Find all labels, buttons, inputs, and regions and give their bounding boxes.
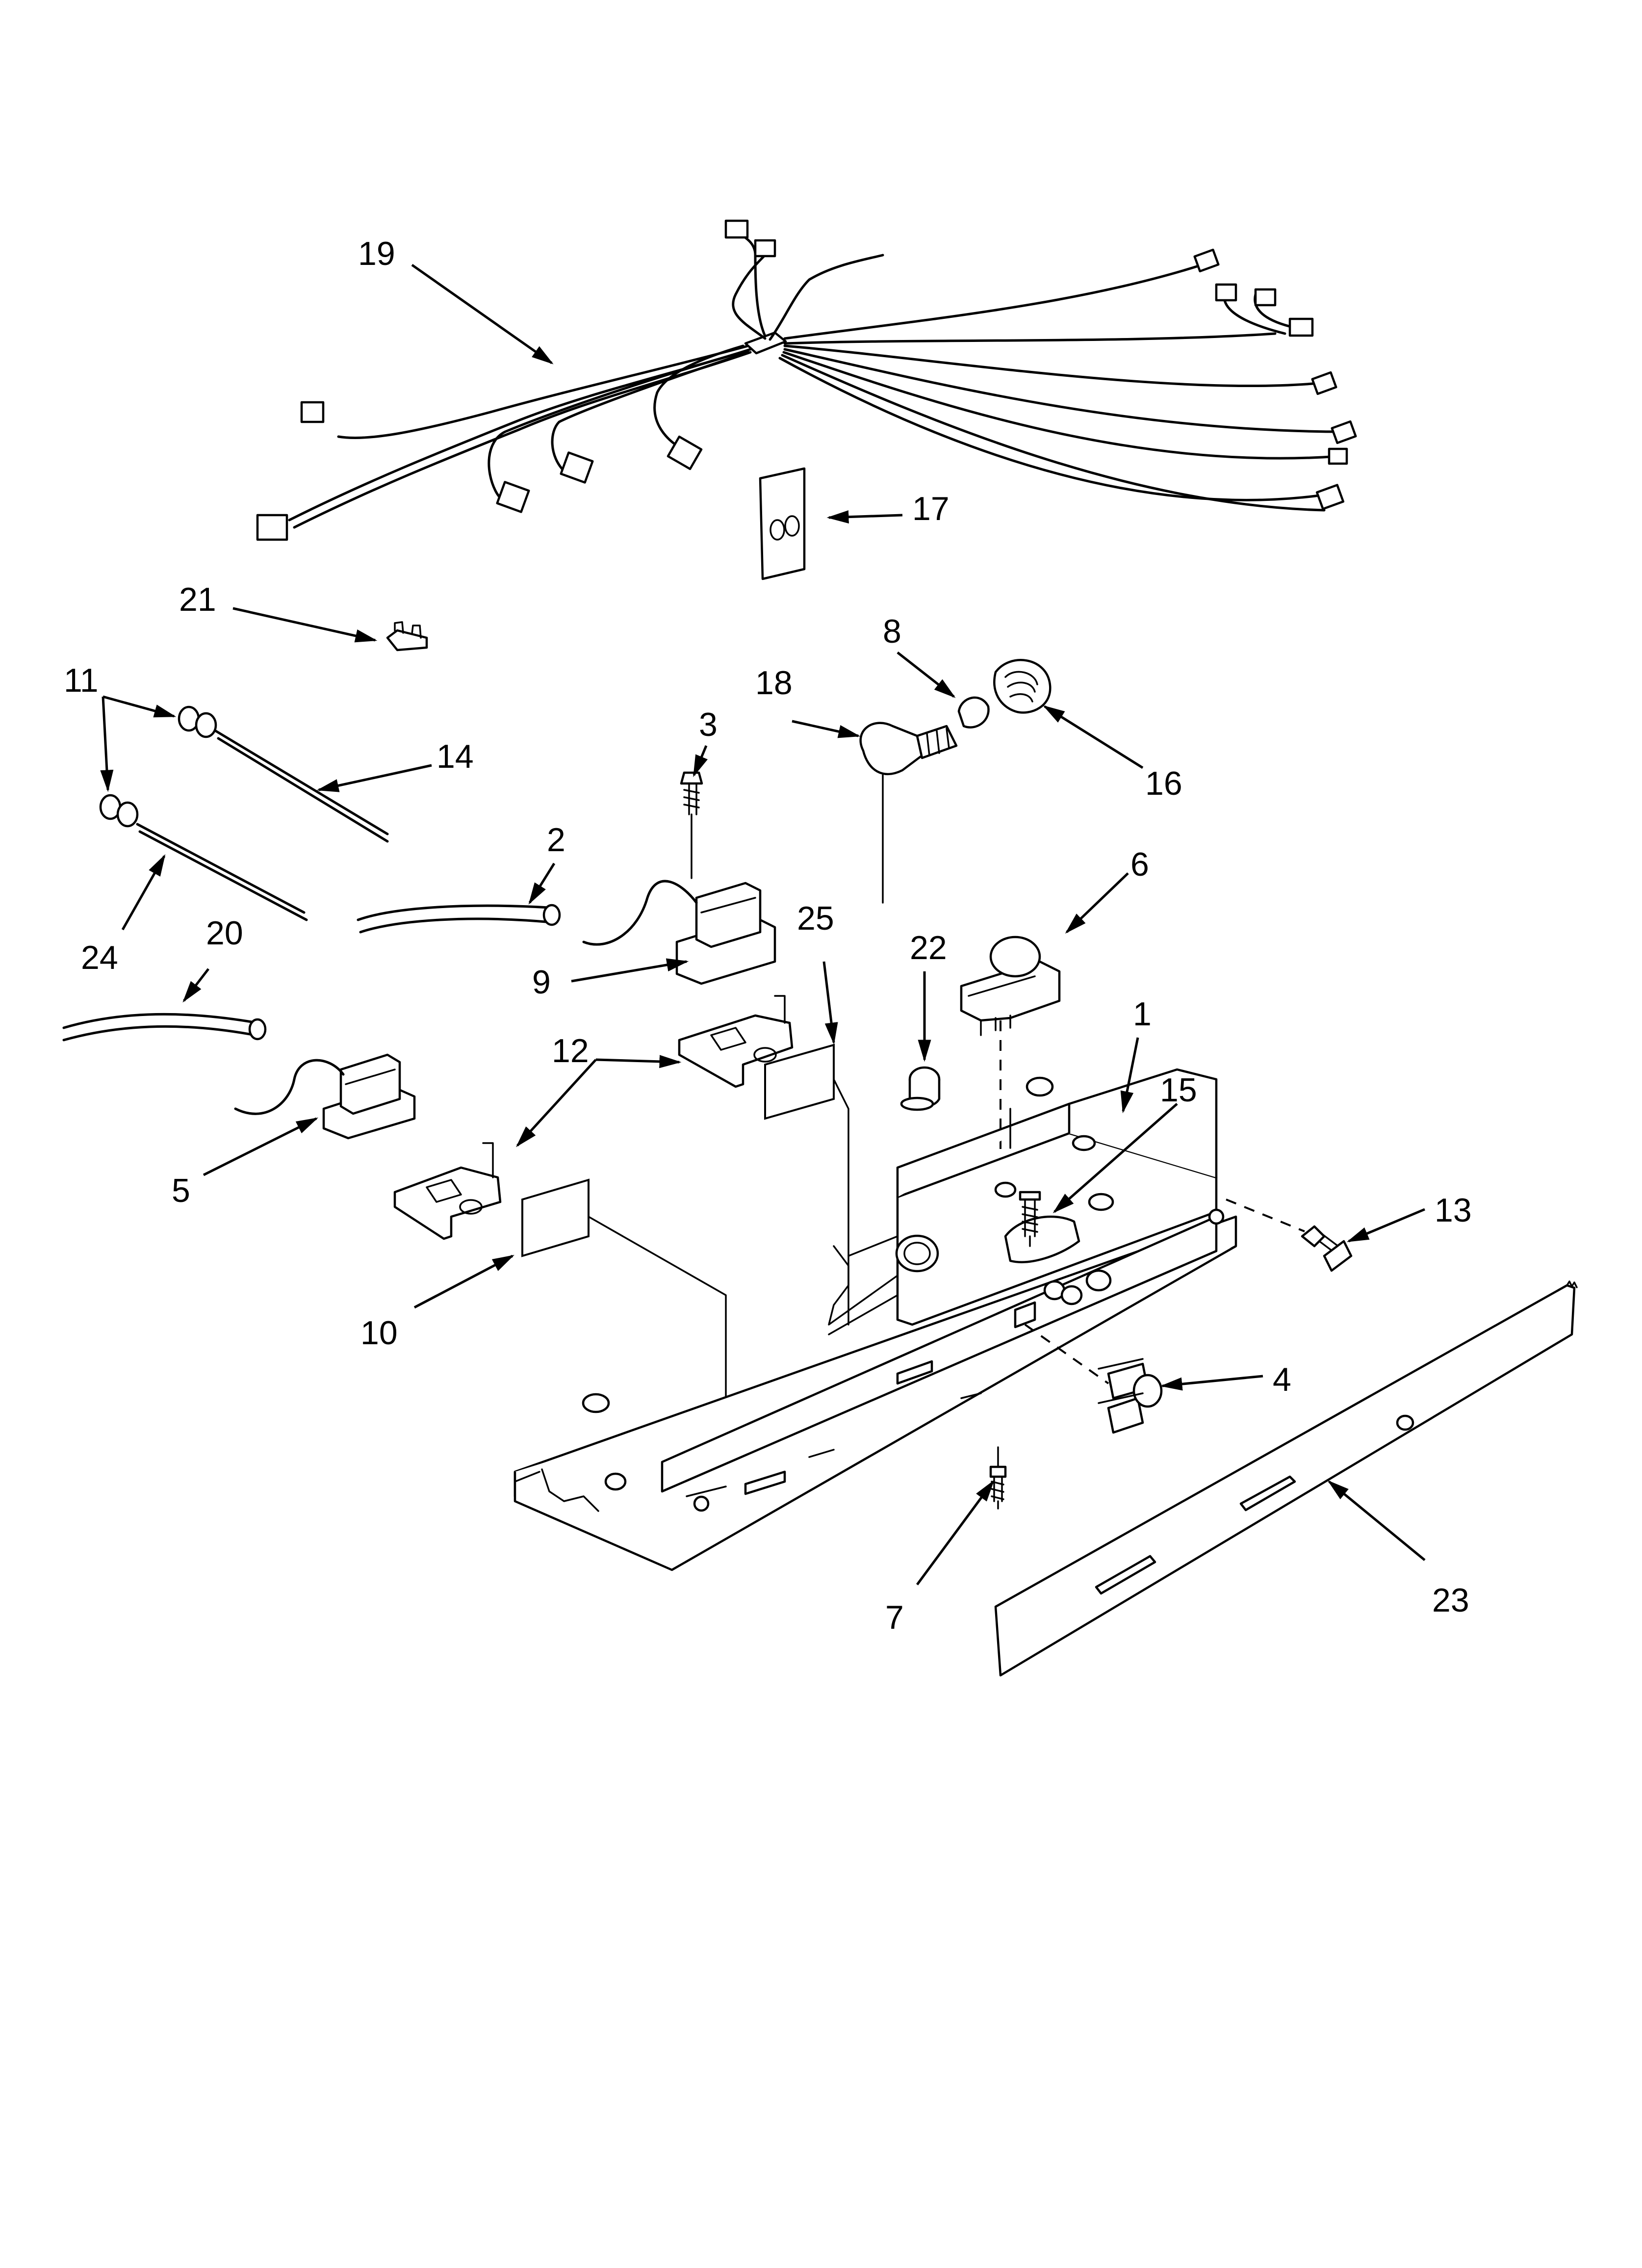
mounting-screw bbox=[989, 1446, 1007, 1510]
callout-7: 7 bbox=[885, 1599, 904, 1636]
front-panel bbox=[994, 1280, 1578, 1677]
callout-19: 19 bbox=[358, 235, 395, 272]
door-switch-lower bbox=[234, 1053, 416, 1140]
callout-15: 15 bbox=[1160, 1071, 1197, 1109]
callout-17: 17 bbox=[912, 490, 949, 527]
callout-3: 3 bbox=[699, 706, 718, 743]
callout-14: 14 bbox=[436, 738, 474, 775]
callout-21: 21 bbox=[179, 581, 216, 618]
callout-24: 24 bbox=[81, 939, 118, 976]
callout-18: 18 bbox=[755, 664, 793, 702]
callout-20: 20 bbox=[206, 914, 243, 952]
callout-labels: 19 17 21 11 14 3 18 8 16 2 6 24 20 25 22… bbox=[64, 235, 1472, 1636]
light-switch bbox=[1024, 1324, 1163, 1434]
wire-clip bbox=[386, 621, 428, 652]
temperature-control bbox=[960, 936, 1061, 1168]
callout-6: 6 bbox=[1130, 846, 1149, 883]
callout-5: 5 bbox=[172, 1172, 190, 1209]
label-25 bbox=[764, 1043, 849, 1326]
side-screw bbox=[1226, 1199, 1353, 1272]
control-knob bbox=[900, 1066, 941, 1111]
callout-10: 10 bbox=[360, 1314, 398, 1352]
switch-housing-upper bbox=[678, 995, 794, 1088]
callout-22: 22 bbox=[910, 929, 947, 966]
light-assembly bbox=[859, 659, 1052, 904]
callout-16: 16 bbox=[1145, 765, 1182, 802]
door-switch-upper bbox=[582, 771, 776, 985]
callout-8: 8 bbox=[883, 613, 901, 650]
callout-13: 13 bbox=[1435, 1192, 1472, 1229]
callout-2: 2 bbox=[547, 821, 565, 859]
callout-25: 25 bbox=[797, 900, 834, 937]
wire-harness bbox=[256, 219, 1357, 541]
heater-tube bbox=[62, 1013, 267, 1042]
grommet-plate bbox=[759, 467, 806, 580]
callout-23: 23 bbox=[1432, 1582, 1469, 1619]
switch-housing-lower bbox=[393, 1142, 502, 1240]
control-housing bbox=[513, 1068, 1237, 1571]
label-10 bbox=[521, 1178, 727, 1453]
callout-4: 4 bbox=[1273, 1361, 1291, 1398]
callout-12: 12 bbox=[552, 1032, 589, 1069]
capillary-tubes bbox=[99, 705, 389, 921]
drain-tube bbox=[357, 904, 561, 934]
leader-arrows bbox=[100, 263, 1426, 1586]
callout-9: 9 bbox=[532, 964, 551, 1001]
callout-1: 1 bbox=[1133, 995, 1152, 1033]
callout-11: 11 bbox=[64, 662, 99, 699]
housing-screw bbox=[1019, 1191, 1041, 1247]
